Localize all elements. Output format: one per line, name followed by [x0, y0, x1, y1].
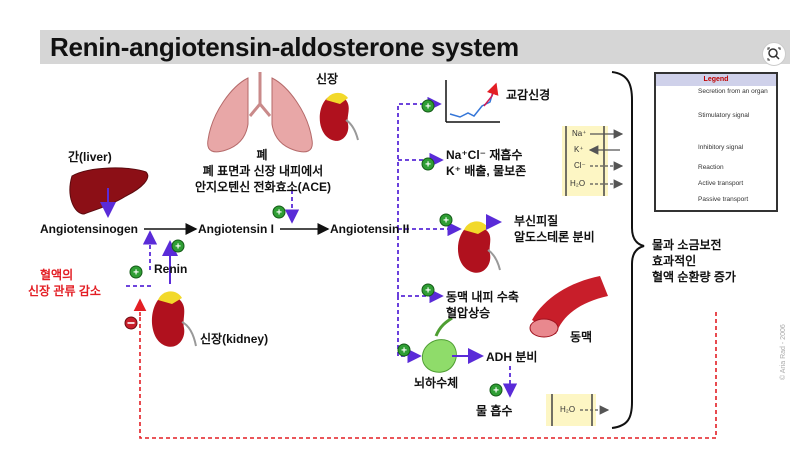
- ion-cl: Cl⁻: [574, 161, 586, 170]
- water-absorption-label: 물 흡수: [476, 404, 513, 418]
- adrenal-line1: 부신피질: [514, 214, 559, 228]
- adh-label: ADH 분비: [486, 350, 538, 364]
- title-bar: [40, 30, 790, 64]
- sympathetic-label: 교감신경: [506, 88, 551, 102]
- svg-text:+: +: [425, 160, 431, 171]
- ion-h2o: H₂O: [570, 179, 586, 188]
- svg-text:+: +: [401, 346, 407, 357]
- artery-icon: [529, 276, 608, 338]
- adrenal-line2: 알도스테론 분비: [514, 230, 595, 244]
- nacl-line2: K⁺ 배출, 물보존: [446, 164, 527, 178]
- water-transport-panel: [546, 394, 610, 426]
- inhibitory-symbol: [124, 316, 138, 330]
- diagram-title: Renin-angiotensin-aldosterone system: [50, 32, 519, 62]
- inhibitory-loop: [133, 298, 717, 439]
- svg-text:+: +: [133, 268, 139, 279]
- kidney-top-icon: [319, 92, 359, 141]
- copyright-note: © Aria Rad - 2006: [780, 324, 787, 380]
- legend-item-active-transport: Active transport: [698, 180, 744, 187]
- svg-text:+: +: [175, 242, 181, 253]
- lung-desc-line1: 폐 표면과 신장 내피에서: [202, 164, 324, 178]
- stimulatory-dashes: [126, 96, 518, 398]
- liver-label: 간(liver): [68, 150, 112, 164]
- ion-h2o-water: H₂O: [560, 405, 576, 414]
- legend-item-reaction: Reaction: [698, 164, 724, 171]
- sympathetic-graph-icon: [445, 80, 500, 123]
- lungs-icon: [207, 72, 313, 153]
- lung-desc-line2: 안지오텐신 전화효소(ACE): [194, 180, 332, 194]
- artery-effect-line2: 혈압상승: [446, 306, 491, 320]
- outcome-line3: 혈액 순환량 증가: [652, 270, 736, 284]
- lens-glyph-icon: [767, 47, 781, 61]
- svg-text:+: +: [443, 216, 449, 227]
- pituitary-icon: [422, 316, 457, 373]
- ion-transport-panel: [562, 126, 624, 196]
- low-renal-flow-line2: 신장 관류 감소: [28, 284, 101, 298]
- outcome-line1: 물과 소금보전: [652, 238, 722, 252]
- legend-item-inhibitory: Inhibitory signal: [698, 144, 744, 151]
- kidney-label: 신장(kidney): [200, 332, 269, 346]
- legend-item-stimulatory: Stimulatory signal: [698, 112, 750, 119]
- kidney-top-label: 신장: [316, 72, 339, 86]
- artery-effect-line1: 동맥 내피 수축: [446, 290, 519, 304]
- low-renal-flow-line1: 혈액의: [40, 268, 74, 282]
- svg-text:+: +: [493, 386, 499, 397]
- stimulatory-symbols: + + + + + + + + +: [129, 99, 503, 397]
- legend-item-secretion: Secretion from an organ: [698, 88, 768, 95]
- legend-item-passive-transport: Passive transport: [698, 196, 749, 203]
- angiotensinogen-label: Angiotensinogen: [40, 222, 138, 236]
- legend-title: Legend: [656, 74, 776, 86]
- pituitary-label: 뇌하수체: [414, 376, 459, 390]
- svg-text:+: +: [425, 102, 431, 113]
- secretion-arrows: [100, 188, 502, 364]
- renin-label: Renin: [154, 262, 188, 276]
- nacl-line1: Na⁺Cl⁻ 재흡수: [446, 148, 523, 162]
- ion-k: K⁺: [574, 145, 584, 154]
- kidney-adrenal-icon: [457, 221, 501, 273]
- svg-text:+: +: [276, 208, 282, 219]
- legend-box: Legend Secretion from an organ Stimulato…: [654, 72, 778, 212]
- ion-na: Na⁺: [572, 129, 587, 138]
- svg-text:+: +: [425, 286, 431, 297]
- angiotensin2-label: Angiotensin II: [330, 222, 410, 236]
- lung-label: 폐: [256, 148, 268, 162]
- outcome-brace: [611, 71, 645, 429]
- search-lens-icon[interactable]: [762, 42, 786, 66]
- artery-label: 동맥: [570, 330, 593, 344]
- kidney-bottom-icon: [151, 291, 197, 347]
- angiotensin1-label: Angiotensin I: [198, 222, 274, 236]
- outcome-line2: 효과적인: [652, 254, 697, 268]
